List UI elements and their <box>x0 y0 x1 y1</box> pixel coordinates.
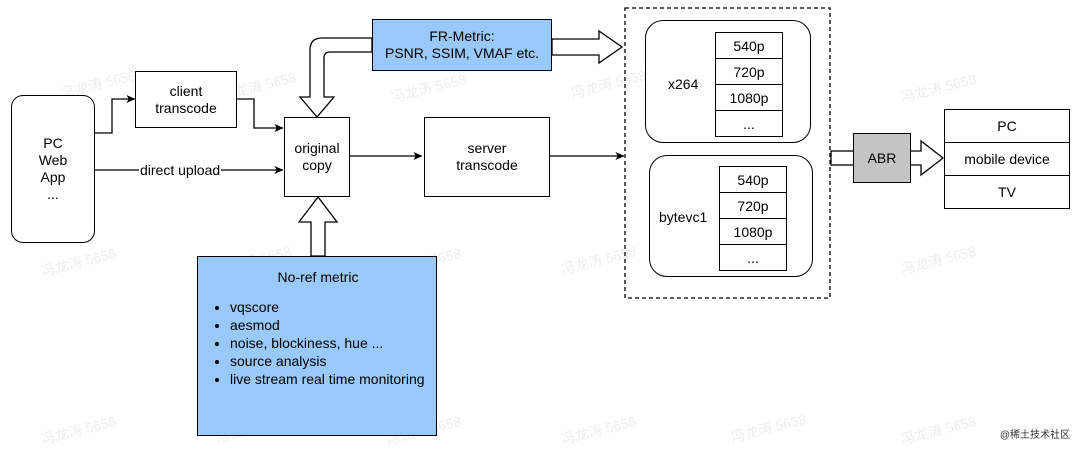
fr-metric-arrow <box>551 29 624 65</box>
noref-item-source-analysis: source analysis <box>230 352 425 370</box>
source-app: App <box>40 169 66 185</box>
original-copy-box: original copy <box>284 117 350 197</box>
x264-rendition: 1080p <box>715 84 783 111</box>
server-transcode-line2: transcode <box>456 157 518 173</box>
bytevc1-rendition: ... <box>719 244 787 271</box>
x264-label: x264 <box>668 76 699 92</box>
bytevc1-rendition: 720p <box>719 192 787 219</box>
client-transcode-box: client transcode <box>135 71 237 128</box>
x264-rendition: ... <box>715 110 783 137</box>
noref-item-live-stream: live stream real time monitoring <box>230 370 425 388</box>
source-pc: PC <box>43 135 63 151</box>
client-transcode-line2: transcode <box>155 99 217 116</box>
noref-to-original-arrow <box>297 195 339 257</box>
noref-metric-box: No-ref metric vqscore aesmod noise, bloc… <box>197 256 437 436</box>
original-copy-line2: copy <box>302 157 332 173</box>
device-tv: TV <box>944 175 1070 209</box>
fr-metric-box: FR-Metric: PSNR, SSIM, VMAF etc. <box>372 19 552 71</box>
edge-client-to-original <box>237 98 284 132</box>
x264-rendition: 720p <box>715 58 783 85</box>
noref-metric-title: No-ref metric <box>277 269 359 285</box>
noref-item-aesmod: aesmod <box>230 316 425 334</box>
noref-metric-list: vqscore aesmod noise, blockiness, hue ..… <box>208 298 425 388</box>
abr-to-devices-arrow <box>909 139 945 177</box>
noref-item-vqscore: vqscore <box>230 298 425 316</box>
fr-metric-title: FR-Metric: <box>429 28 495 44</box>
fr-to-original-arrow <box>298 37 373 119</box>
server-transcode-box: server transcode <box>424 117 550 197</box>
device-pc: PC <box>944 109 1070 143</box>
direct-upload-label: direct upload <box>139 162 222 179</box>
bytevc1-label: bytevc1 <box>659 209 708 225</box>
source-credit: @稀土技术社区 <box>999 430 1070 441</box>
source-box: PC Web App ... <box>11 95 95 243</box>
edge-source-to-client <box>95 95 136 134</box>
fr-metric-list: PSNR, SSIM, VMAF etc. <box>384 45 540 61</box>
encoder-group-frame <box>624 7 831 299</box>
x264-rendition: 540p <box>715 32 783 59</box>
device-mobile: mobile device <box>944 142 1070 176</box>
bytevc1-rendition: 540p <box>719 166 787 193</box>
encoders-to-abr-bar <box>830 150 855 166</box>
bytevc1-rendition: 1080p <box>719 218 787 245</box>
source-more: ... <box>47 186 59 202</box>
source-web: Web <box>38 152 68 168</box>
abr-box: ABR <box>853 133 911 183</box>
original-copy-line1: original <box>294 140 340 156</box>
noref-item-noise: noise, blockiness, hue ... <box>230 334 425 352</box>
server-transcode-line1: server <box>467 140 507 156</box>
client-transcode-line1: client <box>169 82 203 99</box>
